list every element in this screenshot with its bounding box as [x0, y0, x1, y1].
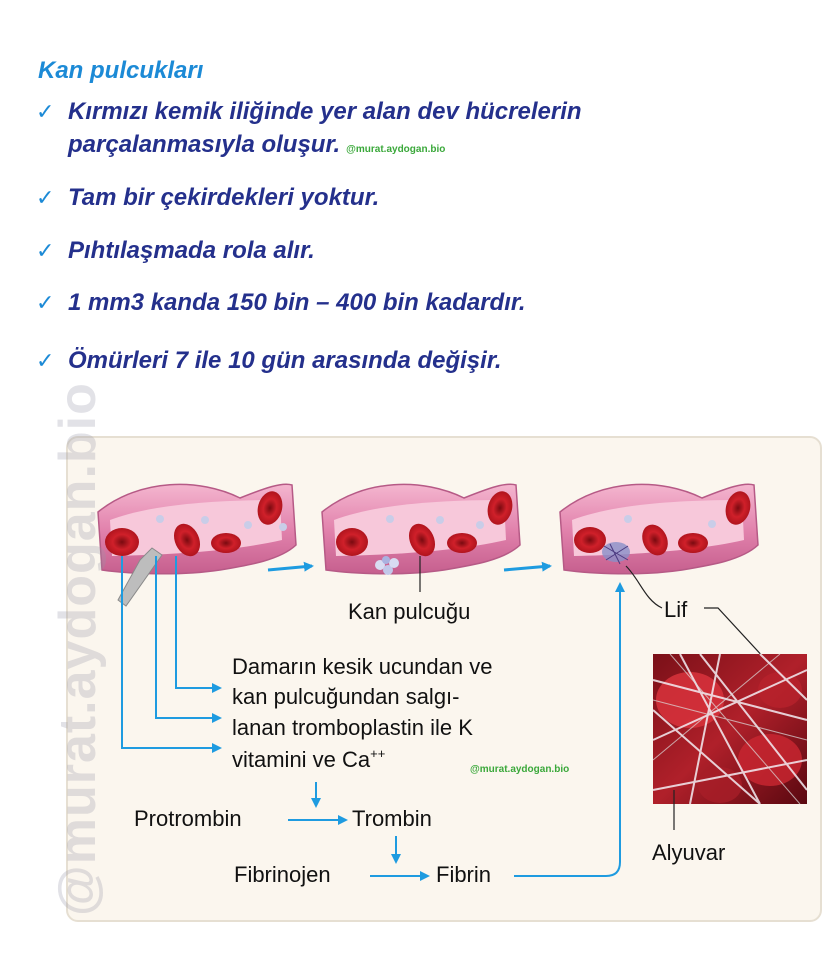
vessel-3 — [559, 483, 759, 575]
bullet-text: Kırmızı kemik iliğinde yer alan dev hücr… — [68, 98, 582, 125]
bullet-text-line2: parçalanmasıyla oluşur. @murat.aydogan.bi… — [36, 128, 796, 166]
red-blood-cell — [105, 528, 139, 556]
connector-arrow — [175, 556, 222, 693]
red-blood-cell — [678, 533, 708, 553]
connector-arrow — [121, 556, 222, 753]
leader-line — [704, 607, 767, 661]
bullet-item: ✓ Kırmızı kemik iliğinde yer alan dev hü… — [36, 95, 796, 166]
bullet-text: Pıhtılaşmada rola alır. — [68, 237, 315, 264]
check-icon: ✓ — [36, 99, 55, 124]
red-blood-cell — [257, 491, 283, 525]
fibrin-clot — [602, 542, 630, 565]
description-line: vitamini ve Ca++ — [232, 746, 385, 772]
section-title: Kan pulcukları — [38, 57, 204, 84]
red-blood-cell — [487, 491, 513, 525]
bullet-text-cont: parçalanmasıyla oluşur. — [68, 131, 341, 158]
red-blood-cell — [642, 524, 668, 556]
bullet-text: Tam bir çekirdekleri yoktur. — [68, 184, 380, 211]
fiber-label: Lif — [664, 597, 688, 622]
bullet-item: ✓ Pıhtılaşmada rola alır. — [36, 234, 796, 267]
red-blood-cell — [408, 523, 436, 557]
red-blood-cell — [725, 491, 751, 525]
rbc-label: Alyuvar — [652, 840, 725, 865]
red-blood-cell — [173, 523, 201, 557]
watermark-text: @murat.aydogan.bio — [470, 764, 569, 775]
watermark-text: @murat.aydogan.bio — [346, 144, 446, 155]
red-blood-cell — [574, 527, 606, 553]
description-line: lanan tromboplastin ile K — [232, 715, 473, 740]
vessel-2 — [321, 483, 521, 575]
connector-arrow — [514, 582, 625, 877]
bullet-item: ✓ Tam bir çekirdekleri yoktur. — [36, 181, 796, 214]
flow-arrow — [503, 561, 552, 572]
check-icon: ✓ — [36, 348, 55, 373]
bullet-text: 1 mm3 kanda 150 bin – 400 bin kadardır. — [68, 289, 526, 316]
flow-arrow — [267, 561, 314, 572]
check-icon: ✓ — [36, 238, 55, 263]
fibrin-micrograph — [652, 653, 808, 805]
red-blood-cell — [211, 533, 241, 553]
check-icon: ✓ — [36, 290, 55, 315]
vertical-watermark: @murat.aydogan.bio — [49, 382, 107, 916]
bullet-item: ✓ 1 mm3 kanda 150 bin – 400 bin kadardır… — [36, 286, 796, 319]
description-text: vitamini ve Ca — [232, 747, 371, 772]
red-blood-cell — [447, 533, 477, 553]
leader-line — [625, 565, 663, 609]
red-blood-cell — [336, 528, 368, 556]
fibrin-label: Fibrin — [436, 862, 491, 887]
protrombin-label: Protrombin — [134, 806, 242, 831]
vessel-1 — [97, 483, 297, 607]
bullet-item: ✓ Ömürleri 7 ile 10 gün arasında değişir… — [36, 344, 796, 377]
description-line: Damarın kesik ucundan ve — [232, 654, 492, 679]
connector-arrow — [155, 556, 222, 723]
fibrinojen-label: Fibrinojen — [234, 862, 331, 887]
description-line: kan pulcuğundan salgı- — [232, 684, 460, 709]
trombin-label: Trombin — [352, 806, 432, 831]
platelet-label: Kan pulcuğu — [348, 599, 470, 624]
platelet-cluster — [375, 556, 399, 575]
ca-superscript: ++ — [370, 746, 385, 761]
bullet-text: Ömürleri 7 ile 10 gün arasında değişir. — [68, 347, 502, 374]
check-icon: ✓ — [36, 185, 55, 210]
